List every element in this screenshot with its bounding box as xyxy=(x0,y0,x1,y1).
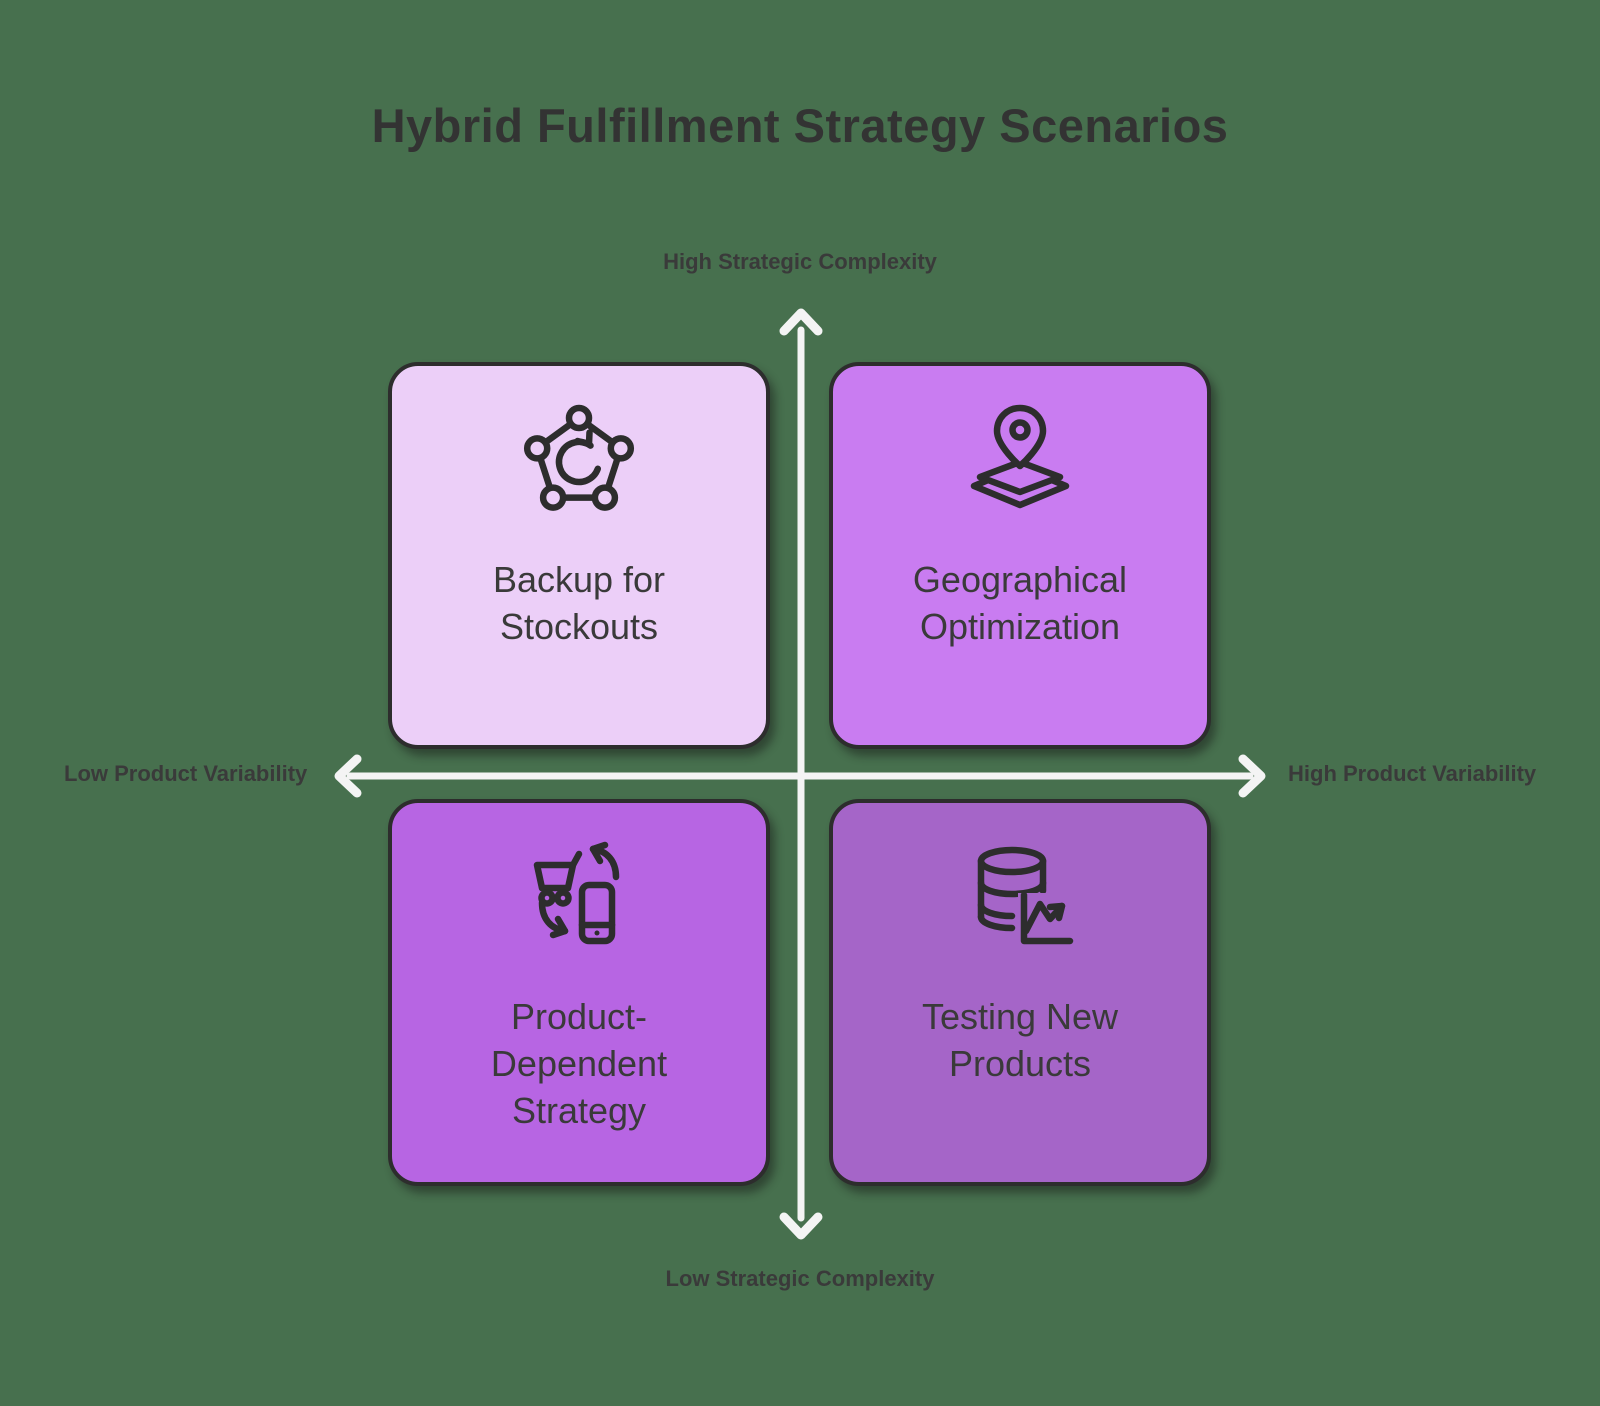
page-title: Hybrid Fulfillment Strategy Scenarios xyxy=(371,99,1229,152)
axis-label-high-strategic-complexity: High Strategic Complexity xyxy=(663,249,937,274)
quadrant-label: Product- Dependent Strategy xyxy=(490,996,668,1131)
pentagon-network-refresh-icon xyxy=(519,396,639,516)
quadrant-label: Geographical Optimization xyxy=(912,559,1128,647)
vertical-axis-arrow xyxy=(779,308,823,1240)
quadrant-card-geographical-optimization: Geographical Optimization xyxy=(829,362,1211,749)
axis-label-high-product-variability: High Product Variability xyxy=(1288,761,1537,786)
horizontal-axis-arrow xyxy=(334,754,1266,798)
quadrant-card-backup-for-stockouts: Backup for Stockouts xyxy=(388,362,770,749)
database-chart-icon xyxy=(960,833,1080,953)
quadrant-card-testing-new-products: Testing New Products xyxy=(829,799,1211,1186)
axis-label-low-product-variability: Low Product Variability xyxy=(64,761,308,786)
quadrant-card-product-dependent-strategy: Product- Dependent Strategy xyxy=(388,799,770,1186)
quadrant-label: Testing New Products xyxy=(921,996,1119,1084)
cart-phone-swap-icon xyxy=(519,833,639,953)
axis-label-low-strategic-complexity: Low Strategic Complexity xyxy=(665,1266,935,1291)
map-pin-layers-icon xyxy=(960,396,1080,516)
quadrant-label: Backup for Stockouts xyxy=(492,559,666,647)
